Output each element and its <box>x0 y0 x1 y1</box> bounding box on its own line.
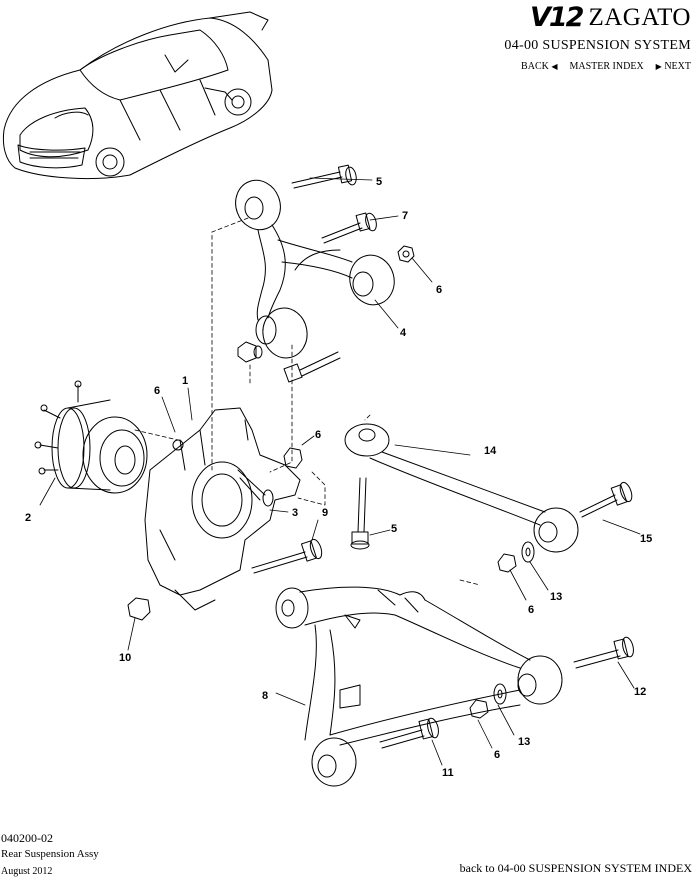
diagram-description: Rear Suspension Assy <box>1 848 99 860</box>
callout-10: 10 <box>119 652 131 664</box>
brand-logo: V12 <box>529 2 585 33</box>
lateral-link <box>344 423 579 553</box>
callout-15: 15 <box>640 533 652 545</box>
nut-washer-mid <box>497 541 535 573</box>
callout-6-mid: 6 <box>315 429 321 441</box>
callout-6-lower: 6 <box>494 749 500 761</box>
callout-2: 2 <box>25 512 31 524</box>
callout-11: 11 <box>442 767 454 779</box>
bolt-11 <box>379 717 439 749</box>
back-link[interactable]: BACK ◀ <box>521 61 557 72</box>
nut-upper-6 <box>397 245 415 263</box>
car-thumbnail <box>2 11 273 180</box>
upper-control-arm <box>235 179 395 359</box>
back-to-index-link[interactable]: back to 04-00 SUSPENSION SYSTEM INDEX <box>459 861 692 875</box>
wheel-hub <box>34 380 148 494</box>
callout-5-top: 5 <box>376 176 382 188</box>
nut-6-mid <box>283 447 303 469</box>
nut-upper-left <box>237 341 263 363</box>
bolt-vertical-5 <box>350 477 370 550</box>
callout-5-mid: 5 <box>391 523 397 535</box>
nav-bar: BACK ◀ MASTER INDEX ▶ NEXT <box>521 61 691 72</box>
lower-control-arm <box>275 586 563 787</box>
next-label: NEXT <box>664 61 691 72</box>
brand-header: V12 ZAGATO <box>530 2 691 33</box>
nut-10 <box>127 597 151 621</box>
callout-12: 12 <box>634 686 646 698</box>
callout-7: 7 <box>402 210 408 222</box>
callout-9: 9 <box>322 507 328 519</box>
callout-1: 1 <box>182 375 188 387</box>
callout-6-knuckle: 6 <box>154 385 160 397</box>
callout-6-right: 6 <box>528 604 534 616</box>
bolt-upper-5 <box>291 164 357 189</box>
bolt-upper-lower <box>283 351 341 383</box>
bolt-9 <box>251 538 323 574</box>
callout-8: 8 <box>262 690 268 702</box>
callout-14: 14 <box>484 445 497 457</box>
back-label: BACK <box>521 61 549 72</box>
callout-13-lower: 13 <box>518 736 530 748</box>
nut-washer-lower <box>469 683 507 719</box>
knuckle <box>144 407 301 611</box>
diagram-code: 040200-02 <box>1 831 53 845</box>
bolt-15 <box>579 481 633 518</box>
next-link[interactable]: ▶ NEXT <box>656 61 691 72</box>
callout-6-top: 6 <box>436 284 442 296</box>
diagram-date: August 2012 <box>1 866 53 877</box>
master-index-link[interactable]: MASTER INDEX <box>569 61 644 72</box>
bolt-12 <box>573 636 634 669</box>
callout-13-mid: 13 <box>550 591 562 603</box>
callout-4: 4 <box>400 327 407 339</box>
brand-name: ZAGATO <box>588 3 691 31</box>
callout-3: 3 <box>292 507 298 519</box>
triangle-left-icon: ◀ <box>551 62 558 71</box>
triangle-right-icon: ▶ <box>655 62 662 71</box>
section-title: 04-00 SUSPENSION SYSTEM <box>504 38 691 53</box>
bolt-upper-7 <box>321 212 377 244</box>
